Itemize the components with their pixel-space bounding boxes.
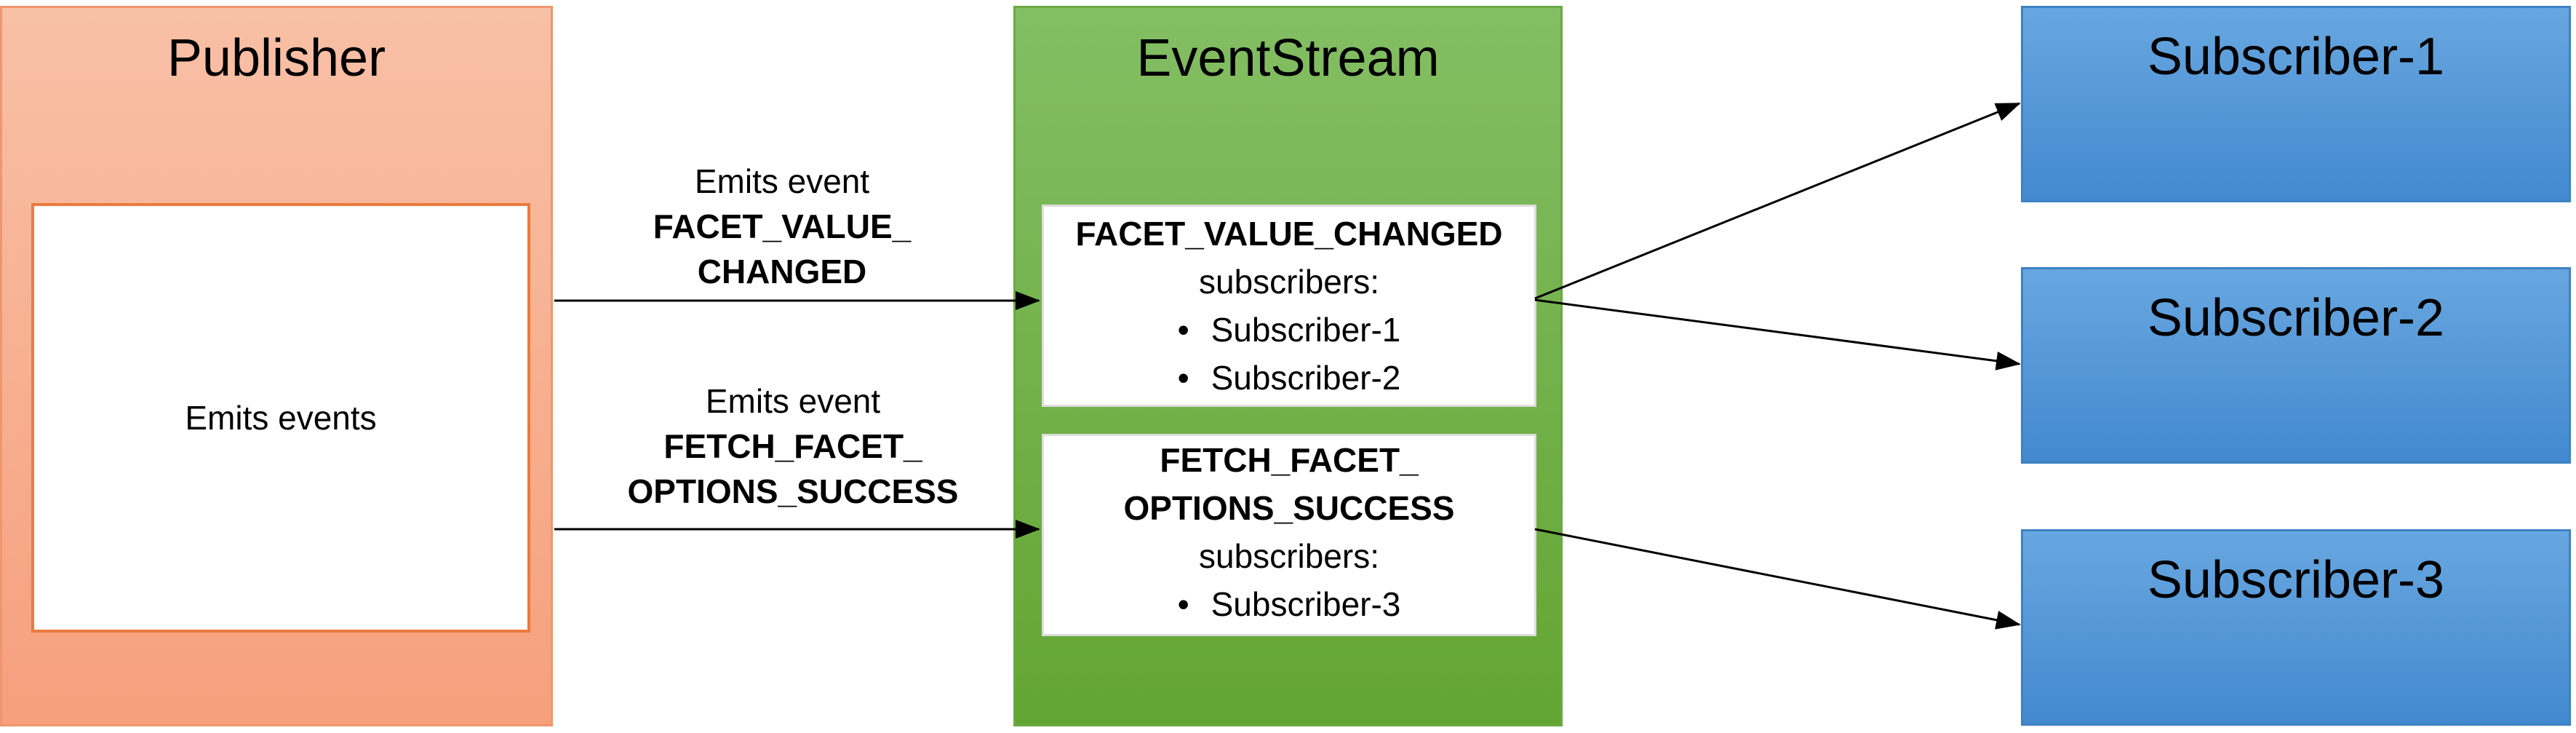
arrow-event-to-subscriber-1 — [1534, 102, 2021, 300]
subscribers-label: subscribers: — [1199, 263, 1379, 301]
arrow-event-to-subscriber-3 — [1534, 528, 2021, 630]
event-name-line-2: OPTIONS_SUCCESS — [1123, 489, 1455, 527]
subscriber-list: • Subscriber-3 — [1044, 580, 1534, 628]
arrow-label-line: CHANGED — [697, 253, 867, 290]
subscriber-1-title: Subscriber-1 — [2147, 28, 2445, 86]
subscribers-label: subscribers: — [1199, 537, 1379, 575]
list-item: • Subscriber-1 — [1044, 306, 1534, 354]
subscriber-2-box: Subscriber-2 — [2021, 267, 2571, 464]
subscriber-1-box: Subscriber-1 — [2021, 6, 2571, 202]
list-item: • Subscriber-2 — [1044, 354, 1534, 402]
subscriber-3-title: Subscriber-3 — [2147, 551, 2445, 609]
arrow-event-to-subscriber-2 — [1534, 298, 2021, 371]
arrow-label-fetch-facet-options-success: Emits event FETCH_FACET_ OPTIONS_SUCCESS — [575, 379, 1011, 514]
list-item: • Subscriber-3 — [1044, 580, 1534, 628]
publisher-box: Publisher Emits events — [0, 6, 553, 726]
event-name: FACET_VALUE_CHANGED — [1075, 215, 1503, 253]
bullet-icon: • — [1177, 585, 1189, 623]
subscriber-3-box: Subscriber-3 — [2021, 529, 2571, 726]
arrow-label-line: Emits event — [705, 382, 881, 420]
subscriber-entry: Subscriber-2 — [1211, 359, 1401, 397]
bullet-icon: • — [1177, 359, 1189, 397]
subscriber-list: • Subscriber-1 • Subscriber-2 — [1044, 306, 1534, 402]
event-stream-title: EventStream — [1136, 29, 1440, 87]
subscriber-entry: Subscriber-1 — [1211, 311, 1401, 349]
arrow-label-facet-value-changed: Emits event FACET_VALUE_ CHANGED — [575, 159, 989, 294]
event-name-line-1: FETCH_FACET_ — [1160, 441, 1419, 479]
arrow-label-line: FETCH_FACET_ — [663, 427, 922, 465]
event-fetch-facet-options-success: FETCH_FACET_ OPTIONS_SUCCESS subscribers… — [1042, 434, 1536, 636]
subscriber-2-title: Subscriber-2 — [2147, 289, 2445, 347]
arrow-label-line: OPTIONS_SUCCESS — [627, 472, 959, 510]
publisher-emits-label: Emits events — [185, 399, 377, 437]
arrow-label-line: FACET_VALUE_ — [653, 207, 912, 245]
publisher-emits-box: Emits events — [31, 203, 530, 633]
arrow-label-line: Emits event — [694, 162, 870, 200]
event-facet-value-changed: FACET_VALUE_CHANGED subscribers: • Subscr… — [1042, 205, 1536, 407]
event-stream-box: EventStream FACET_VALUE_CHANGED subscrib… — [1013, 6, 1563, 726]
subscriber-entry: Subscriber-3 — [1211, 585, 1401, 623]
bullet-icon: • — [1177, 311, 1189, 349]
publisher-title: Publisher — [167, 29, 386, 87]
